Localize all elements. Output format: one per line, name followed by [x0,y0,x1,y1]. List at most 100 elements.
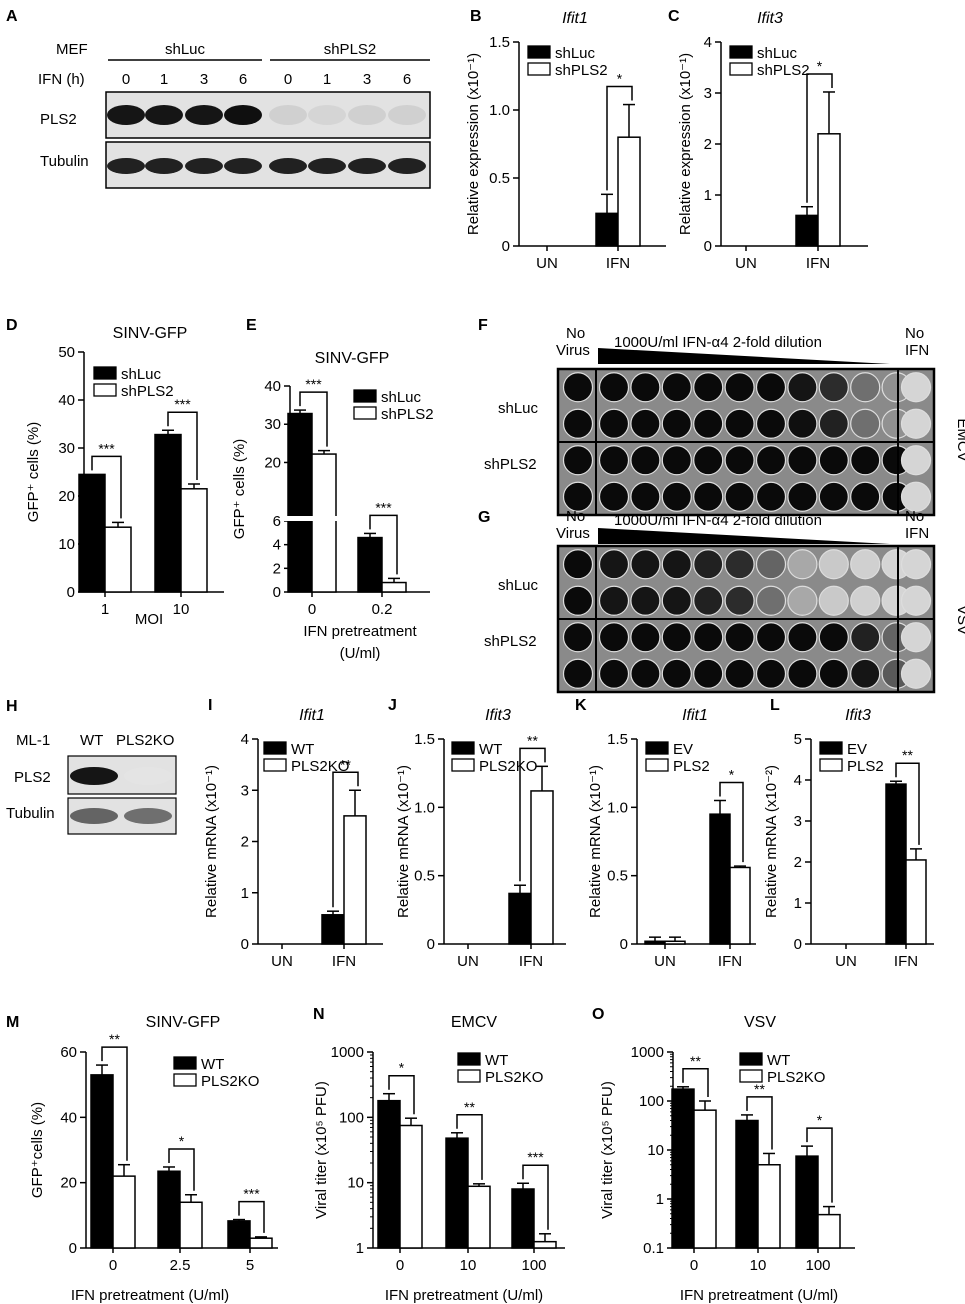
chart-title: Ifit3 [757,10,783,27]
y-tick-label: 0 [502,238,510,255]
legend-label: shLuc [381,389,422,406]
plate-well [630,549,661,580]
y-tick-label: 0 [427,936,435,953]
plate-well [598,658,630,689]
bar [693,1109,717,1249]
x-tick-label: UN [271,953,293,970]
lane-label-pls2ko: PLS2KO [116,732,174,749]
significance-marker: *** [527,1149,544,1165]
y-tick-label: 20 [264,454,281,471]
plate-well [630,481,661,512]
virus-label-vsv: VSV [954,605,965,635]
y-tick-label: 10 [58,536,75,553]
plate-well [787,658,818,689]
significance-bracket [388,1074,415,1115]
plate-well [724,445,755,476]
y-tick-label: 30 [58,440,75,457]
significance-bracket [332,771,359,908]
time-label: 0 [284,71,292,88]
plate-well [900,549,932,580]
bar [617,136,641,247]
plate-row-label-shpls2: shPLS2 [484,456,537,473]
plate-well [818,658,849,689]
plate-well [562,585,594,616]
group-label-shpls2: shPLS2 [324,41,377,58]
plate-well [630,408,661,439]
x-tick-label: 10 [750,1257,767,1274]
significance-marker: ** [340,756,351,772]
x-tick-label: 0 [690,1257,698,1274]
no-ifn-label: No [905,508,924,525]
significance-bracket [238,1200,265,1233]
plate-well [661,622,692,653]
significance-marker: * [729,767,735,783]
y-tick-label: 4 [273,537,281,554]
y-tick-label: 4 [241,731,249,748]
y-tick-label: 20 [58,488,75,505]
bar [729,866,751,945]
y-tick-label: 40 [58,392,75,409]
chart-title: Ifit3 [845,707,871,724]
significance-marker: ** [527,732,538,748]
x-tick-label: 5 [246,1257,254,1274]
bar [249,1237,273,1249]
blot-label-tubulin: Tubulin [6,805,55,822]
y-tick-label: 100 [339,1109,364,1126]
y-tick-label: 30 [264,416,281,433]
axis-break [280,516,430,521]
bar [644,940,666,945]
plate-well [900,622,932,653]
legend-label: shLuc [555,45,596,62]
plate-well [562,372,594,403]
plate-well [755,372,787,403]
significance-bracket [606,85,633,191]
legend-swatch [527,62,551,76]
bar [533,1240,557,1249]
legend-swatch [173,1073,197,1087]
bar [180,488,208,593]
y-axis-label: GFP⁺ cells (%) [231,439,248,539]
bar [90,1074,114,1249]
x-tick-label: IFN [718,953,742,970]
panel-label: B [470,8,482,25]
significance-marker: * [179,1133,185,1149]
panel-label-a: A [6,8,18,25]
legend-swatch [527,45,551,59]
y-tick-label: 100 [639,1093,664,1110]
x-axis-label: IFN pretreatment [303,623,417,640]
chart-title: Ifit3 [485,707,511,724]
y-axis-label: Viral titer (x10⁵ PFU) [599,1081,616,1219]
bar [104,526,132,593]
panel-label: C [668,8,680,25]
significance-bracket [682,1068,709,1097]
bar [78,473,106,593]
plate-well [661,372,692,403]
x-tick-label: UN [735,255,757,272]
panel-g: G No Virus 1000U/ml IFN-α4 2-fold diluti… [478,508,965,694]
plate-well [787,372,818,403]
row-label-ifn-h: IFN (h) [38,71,85,88]
plate-well [850,445,881,476]
time-labels: 0 1 3 6 0 1 3 6 [122,71,411,88]
legend-label: shPLS2 [757,62,810,79]
plate-well [693,481,724,512]
blot-label-pls2: PLS2 [40,111,77,128]
y-axis-label: GFP⁺cells (%) [29,1102,46,1198]
blot-bands [70,767,172,824]
significance-marker: ** [464,1099,475,1115]
plate-well [787,445,818,476]
significance-bracket [522,1164,549,1230]
legend-swatch [263,741,287,755]
bar [817,1213,841,1249]
significance-marker: ** [690,1053,701,1069]
panel-label: L [770,697,780,714]
plate-well [724,372,755,403]
plate-well [900,408,932,439]
chart-title: SINV-GFP [113,325,188,342]
x-tick-label: IFN [606,255,630,272]
plate-well [900,372,932,403]
chart-title: VSV [744,1014,776,1031]
legend-label: WT [767,1052,790,1069]
